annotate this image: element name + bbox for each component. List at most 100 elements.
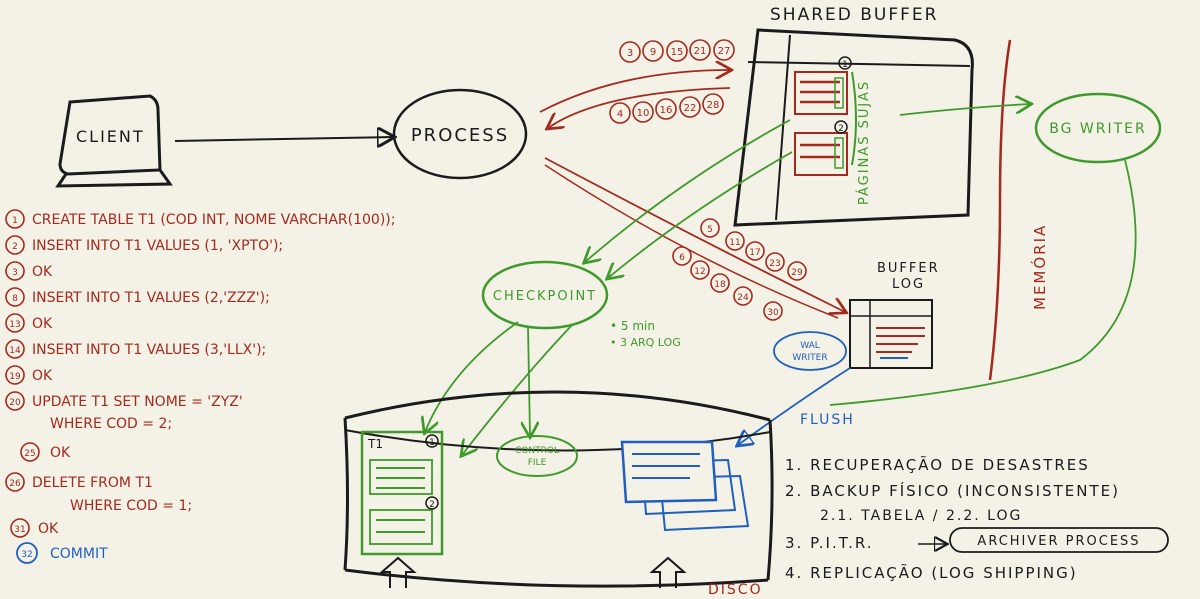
- sql-step: 25 OK: [20, 442, 71, 462]
- buffer-log-title-2: LOG: [892, 277, 925, 292]
- wal-writer-label-1: WAL: [800, 341, 820, 351]
- svg-text:OK: OK: [32, 264, 53, 280]
- svg-text:9: 9: [650, 47, 656, 58]
- recovery-list: 1. RECUPERAÇÃO DE DESASTRES 2. BACKUP FÍ…: [785, 455, 1169, 582]
- svg-text:23: 23: [769, 259, 780, 269]
- sql-step: 31 OK: [10, 518, 59, 538]
- checkpoint-to-disk-arrow: [462, 324, 573, 455]
- flush-label: FLUSH: [800, 412, 855, 428]
- process-label: PROCESS: [411, 125, 509, 146]
- seq-log-10: 30: [763, 301, 783, 321]
- checkpoint-note-1: • 5 min: [610, 319, 655, 333]
- svg-text:25: 25: [24, 449, 35, 459]
- control-file-label-2: FILE: [528, 458, 547, 468]
- shared-buffer-title: SHARED BUFFER: [770, 5, 938, 25]
- sql-step: 8 INSERT INTO T1 VALUES (2,'ZZZ');: [5, 287, 270, 307]
- checkpoint-node: [481, 260, 609, 330]
- recovery-item: 3. P.I.T.R.: [785, 534, 874, 552]
- svg-text:OK: OK: [38, 521, 59, 537]
- client-label: CLIENT: [76, 127, 145, 146]
- table-t1-file: [360, 430, 444, 556]
- memory-label: MEMÓRIA: [1030, 224, 1049, 310]
- buffer-log-box: [849, 299, 933, 369]
- disk-label: DISCO: [708, 582, 763, 598]
- seq-log-5: 29: [787, 261, 807, 281]
- sql-step: 14 INSERT INTO T1 VALUES (3,'LLX');: [5, 339, 266, 359]
- client-to-process-arrow: [174, 137, 393, 141]
- svg-text:2: 2: [12, 242, 18, 252]
- svg-text:INSERT INTO T1 VALUES (3,'LLX': INSERT INTO T1 VALUES (3,'LLX');: [32, 342, 266, 358]
- svg-text:17: 17: [749, 248, 760, 258]
- buffer-to-checkpoint-arrow-2: [608, 151, 793, 278]
- archiver-process-label: ARCHIVER PROCESS: [977, 534, 1140, 549]
- svg-text:1: 1: [842, 60, 848, 70]
- svg-text:28: 28: [707, 100, 720, 111]
- svg-text:15: 15: [671, 47, 684, 58]
- client-monitor-icon: [55, 94, 173, 188]
- sql-steps-list: 1 CREATE TABLE T1 (COD INT, NOME VARCHAR…: [5, 209, 395, 564]
- buffer-page-marker-1: 1: [838, 56, 852, 70]
- recovery-item: 1. RECUPERAÇÃO DE DESASTRES: [785, 455, 1090, 474]
- process-to-log-arrow-2: [544, 164, 839, 319]
- svg-text:26: 26: [9, 479, 21, 489]
- svg-text:COMMIT: COMMIT: [50, 546, 108, 562]
- svg-text:OK: OK: [32, 368, 53, 384]
- seq-mid-3: 16: [655, 98, 677, 120]
- svg-text:30: 30: [767, 308, 779, 318]
- seq-log-6: 6: [672, 246, 692, 266]
- svg-text:WHERE COD = 1;: WHERE COD = 1;: [70, 498, 192, 514]
- seq-top-3: 15: [666, 40, 688, 62]
- bg-writer-node: [1034, 92, 1162, 164]
- svg-text:22: 22: [684, 103, 697, 114]
- seq-log-7: 12: [690, 260, 710, 280]
- svg-text:5: 5: [707, 225, 713, 235]
- process-to-buffer-arrow: [539, 70, 730, 113]
- wal-files-stack: [620, 440, 750, 532]
- seq-log-1: 5: [700, 218, 720, 238]
- recovery-item: 4. REPLICAÇÃO (LOG SHIPPING): [785, 563, 1078, 582]
- svg-text:19: 19: [9, 372, 21, 382]
- dirty-pages-label: PÁGINAS SUJAS: [856, 80, 872, 205]
- archiver-process-box: [949, 527, 1169, 553]
- svg-text:31: 31: [14, 525, 25, 535]
- recovery-item: 2. BACKUP FÍSICO (INCONSISTENTE): [785, 481, 1120, 500]
- seq-log-9: 24: [733, 286, 753, 306]
- table-t1-label: T1: [367, 437, 383, 451]
- sql-step: 1 CREATE TABLE T1 (COD INT, NOME VARCHAR…: [5, 209, 395, 229]
- bg-writer-label: BG WRITER: [1049, 121, 1146, 137]
- svg-text:13: 13: [9, 320, 20, 330]
- checkpoint-to-control-arrow: [528, 325, 530, 436]
- process-node: [392, 88, 528, 180]
- disk-up-arrow-2: [649, 556, 687, 588]
- buffer-to-bgwriter-arrow: [899, 104, 1030, 116]
- svg-text:3: 3: [12, 268, 18, 278]
- control-file-node: [496, 435, 578, 477]
- control-file-label-1: CONTROL: [515, 446, 559, 456]
- disk-up-arrow-1: [379, 556, 417, 588]
- process-to-log-arrow-1: [544, 157, 845, 312]
- svg-text:2: 2: [429, 500, 435, 510]
- svg-text:4: 4: [617, 109, 623, 120]
- seq-log-2: 11: [725, 231, 745, 251]
- dirty-page-2: [794, 132, 848, 176]
- sql-step: 26 DELETE FROM T1: [5, 472, 153, 492]
- svg-text:20: 20: [9, 398, 21, 408]
- svg-text:11: 11: [729, 238, 740, 248]
- sql-step-continuation: WHERE COD = 1;: [70, 498, 192, 514]
- dirty-page-1: [794, 71, 848, 115]
- dirty-pages-bracket: [851, 71, 857, 166]
- disk-cylinder: [343, 390, 774, 588]
- checkpoint-note-2: • 3 ARQ LOG: [610, 336, 681, 349]
- svg-text:6: 6: [679, 253, 685, 263]
- svg-text:10: 10: [637, 108, 650, 119]
- svg-text:18: 18: [714, 280, 726, 290]
- seq-top-5: 27: [713, 39, 735, 61]
- svg-text:29: 29: [791, 268, 803, 278]
- svg-text:CREATE TABLE T1 (COD INT, NOME: CREATE TABLE T1 (COD INT, NOME VARCHAR(1…: [32, 212, 395, 228]
- shared-buffer-box: [733, 28, 974, 227]
- sql-step: 2 INSERT INTO T1 VALUES (1, 'XPTO');: [5, 235, 283, 255]
- svg-text:2: 2: [838, 124, 844, 134]
- recovery-subitem: 2.1. TABELA / 2.2. LOG: [820, 508, 1022, 524]
